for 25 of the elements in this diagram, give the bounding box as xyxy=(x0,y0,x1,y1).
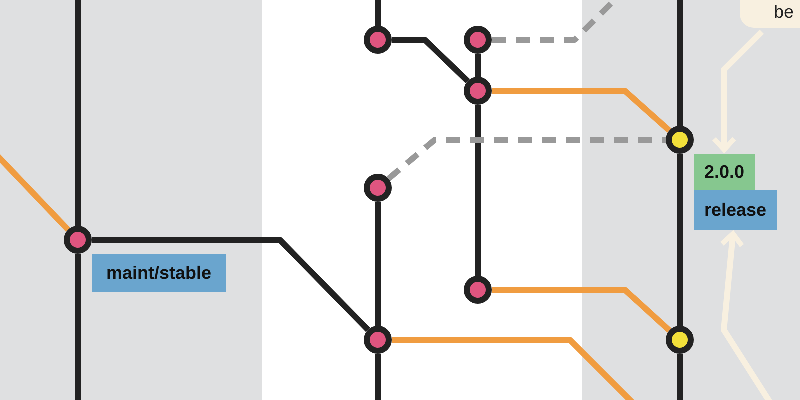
branch-line xyxy=(375,202,381,326)
branch-line xyxy=(677,354,683,400)
commit-dot xyxy=(464,276,492,304)
tag-label: release xyxy=(694,190,777,230)
tag-label: maint/stable xyxy=(92,254,226,292)
branch-line xyxy=(75,0,81,226)
branch-line xyxy=(92,237,370,332)
branch-line xyxy=(492,88,672,133)
branch-line xyxy=(475,105,481,276)
branch-line xyxy=(75,254,81,400)
branch-line xyxy=(677,0,683,126)
branch-line xyxy=(392,37,470,84)
callout-bubble: be xyxy=(740,0,800,28)
commit-dot xyxy=(364,174,392,202)
commit-dot xyxy=(364,326,392,354)
commit-dot xyxy=(464,26,492,54)
arrow xyxy=(712,30,764,152)
branch-line xyxy=(375,0,381,26)
dashed-line xyxy=(386,137,666,182)
branch-line xyxy=(677,154,683,326)
commit-dot xyxy=(364,26,392,54)
commit-dot xyxy=(464,77,492,105)
branch-line xyxy=(492,287,672,333)
tag-label: 2.0.0 xyxy=(694,154,755,190)
branch-line xyxy=(475,54,481,77)
